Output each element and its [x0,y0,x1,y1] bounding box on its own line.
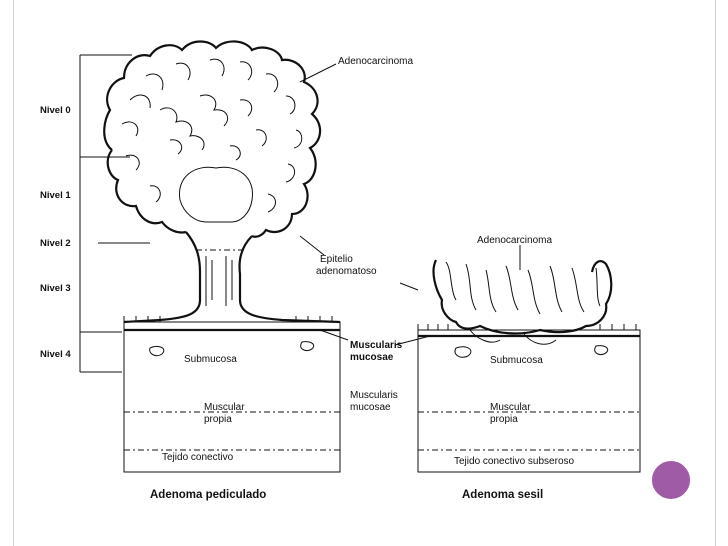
muscularis-mucosae-label-1: Muscularis [350,390,398,401]
adenocarcinoma-label-right: Adenocarcinoma [477,235,552,246]
level-2-label: Nivel 2 [40,238,71,249]
adenomatoso-label: adenomatoso [316,266,377,277]
epitelio-label: Epitelio [320,254,353,265]
level-bracket [79,54,150,373]
level-1-label: Nivel 1 [40,190,71,201]
sessile-adenoma [417,259,641,473]
decorative-circle [650,459,692,501]
propia-label-left: propia [204,414,232,425]
muscular-label-right: Muscular [490,402,531,413]
muscularis-mucosae-bold-label-1: Muscularis [350,340,403,351]
tejido-label-left: Tejido conectivo [162,452,234,463]
caption-sesil: Adenoma sesil [462,489,543,501]
muscularis-mucosae-bold-label-2: mucosae [350,352,394,363]
adenocarcinoma-label-left: Adenocarcinoma [338,56,413,67]
level-0-label: Nivel 0 [40,105,71,116]
submucosa-label-left: Submucosa [184,354,237,365]
pointer-lines-left [299,63,349,341]
pointer-lines-right [394,245,521,346]
tejido-label-right: Tejido conectivo subseroso [454,456,575,467]
slide-frame [13,0,716,546]
submucosa-label-right: Submucosa [490,355,543,366]
muscularis-mucosae-label-2: mucosae [350,402,391,413]
level-3-label: Nivel 3 [40,283,71,294]
propia-label-right: propia [490,414,518,425]
caption-pediculado: Adenoma pediculado [150,489,266,501]
pedunculated-adenoma [103,40,341,473]
level-4-label: Nivel 4 [40,349,71,360]
muscular-label-left: Muscular [204,402,245,413]
